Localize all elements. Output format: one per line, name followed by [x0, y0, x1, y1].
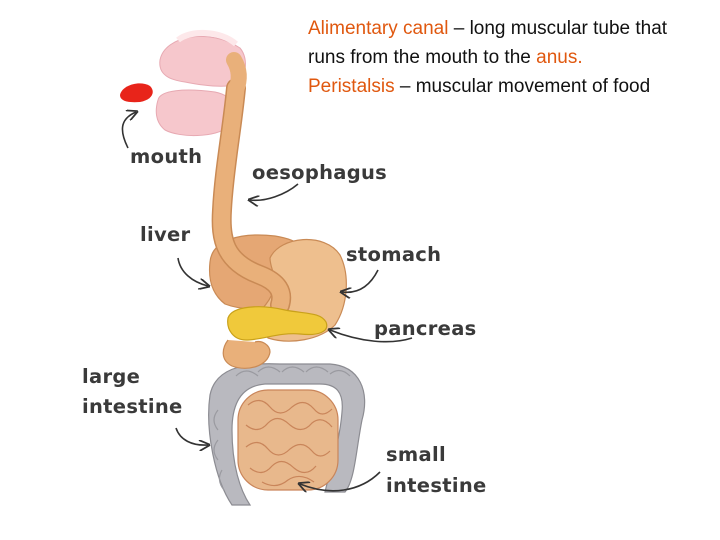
small-intestine-shape	[237, 389, 339, 491]
arrow-mouth	[121, 112, 136, 149]
definition-text: Alimentary canal – long muscular tube th…	[308, 14, 708, 101]
label-large-intestine-line1: large	[82, 365, 141, 388]
label-oesophagus: oesophagus	[252, 161, 388, 184]
term-alimentary-canal: Alimentary canal	[308, 18, 449, 39]
pancreas-shape	[227, 306, 328, 341]
term-anus: anus.	[536, 47, 583, 68]
arrow-large-intestine	[175, 427, 208, 445]
label-small-intestine-line2: intestine	[386, 474, 487, 497]
arrow-liver	[177, 257, 208, 286]
label-small-intestine-line1: small	[386, 443, 446, 466]
label-arrows	[121, 112, 413, 491]
arrow-small-intestine	[300, 471, 381, 491]
label-pancreas: pancreas	[374, 317, 477, 340]
mouth-region	[155, 29, 246, 137]
definition-alimentary-canal: – long muscular tube that runs from the …	[308, 18, 668, 68]
large-intestine-haustra	[213, 366, 351, 491]
duodenum-shape	[222, 339, 271, 369]
arrow-pancreas	[330, 330, 413, 343]
label-mouth: mouth	[130, 145, 203, 168]
label-stomach: stomach	[346, 243, 442, 266]
label-large-intestine-line2: intestine	[82, 395, 183, 418]
large-intestine-shape	[208, 363, 366, 506]
arrow-stomach	[342, 269, 379, 292]
arrow-oesophagus	[250, 183, 299, 200]
label-liver: liver	[140, 223, 191, 246]
term-peristalsis: Peristalsis	[308, 76, 395, 97]
definition-peristalsis: – muscular movement of food	[394, 76, 651, 97]
tongue	[120, 83, 153, 103]
